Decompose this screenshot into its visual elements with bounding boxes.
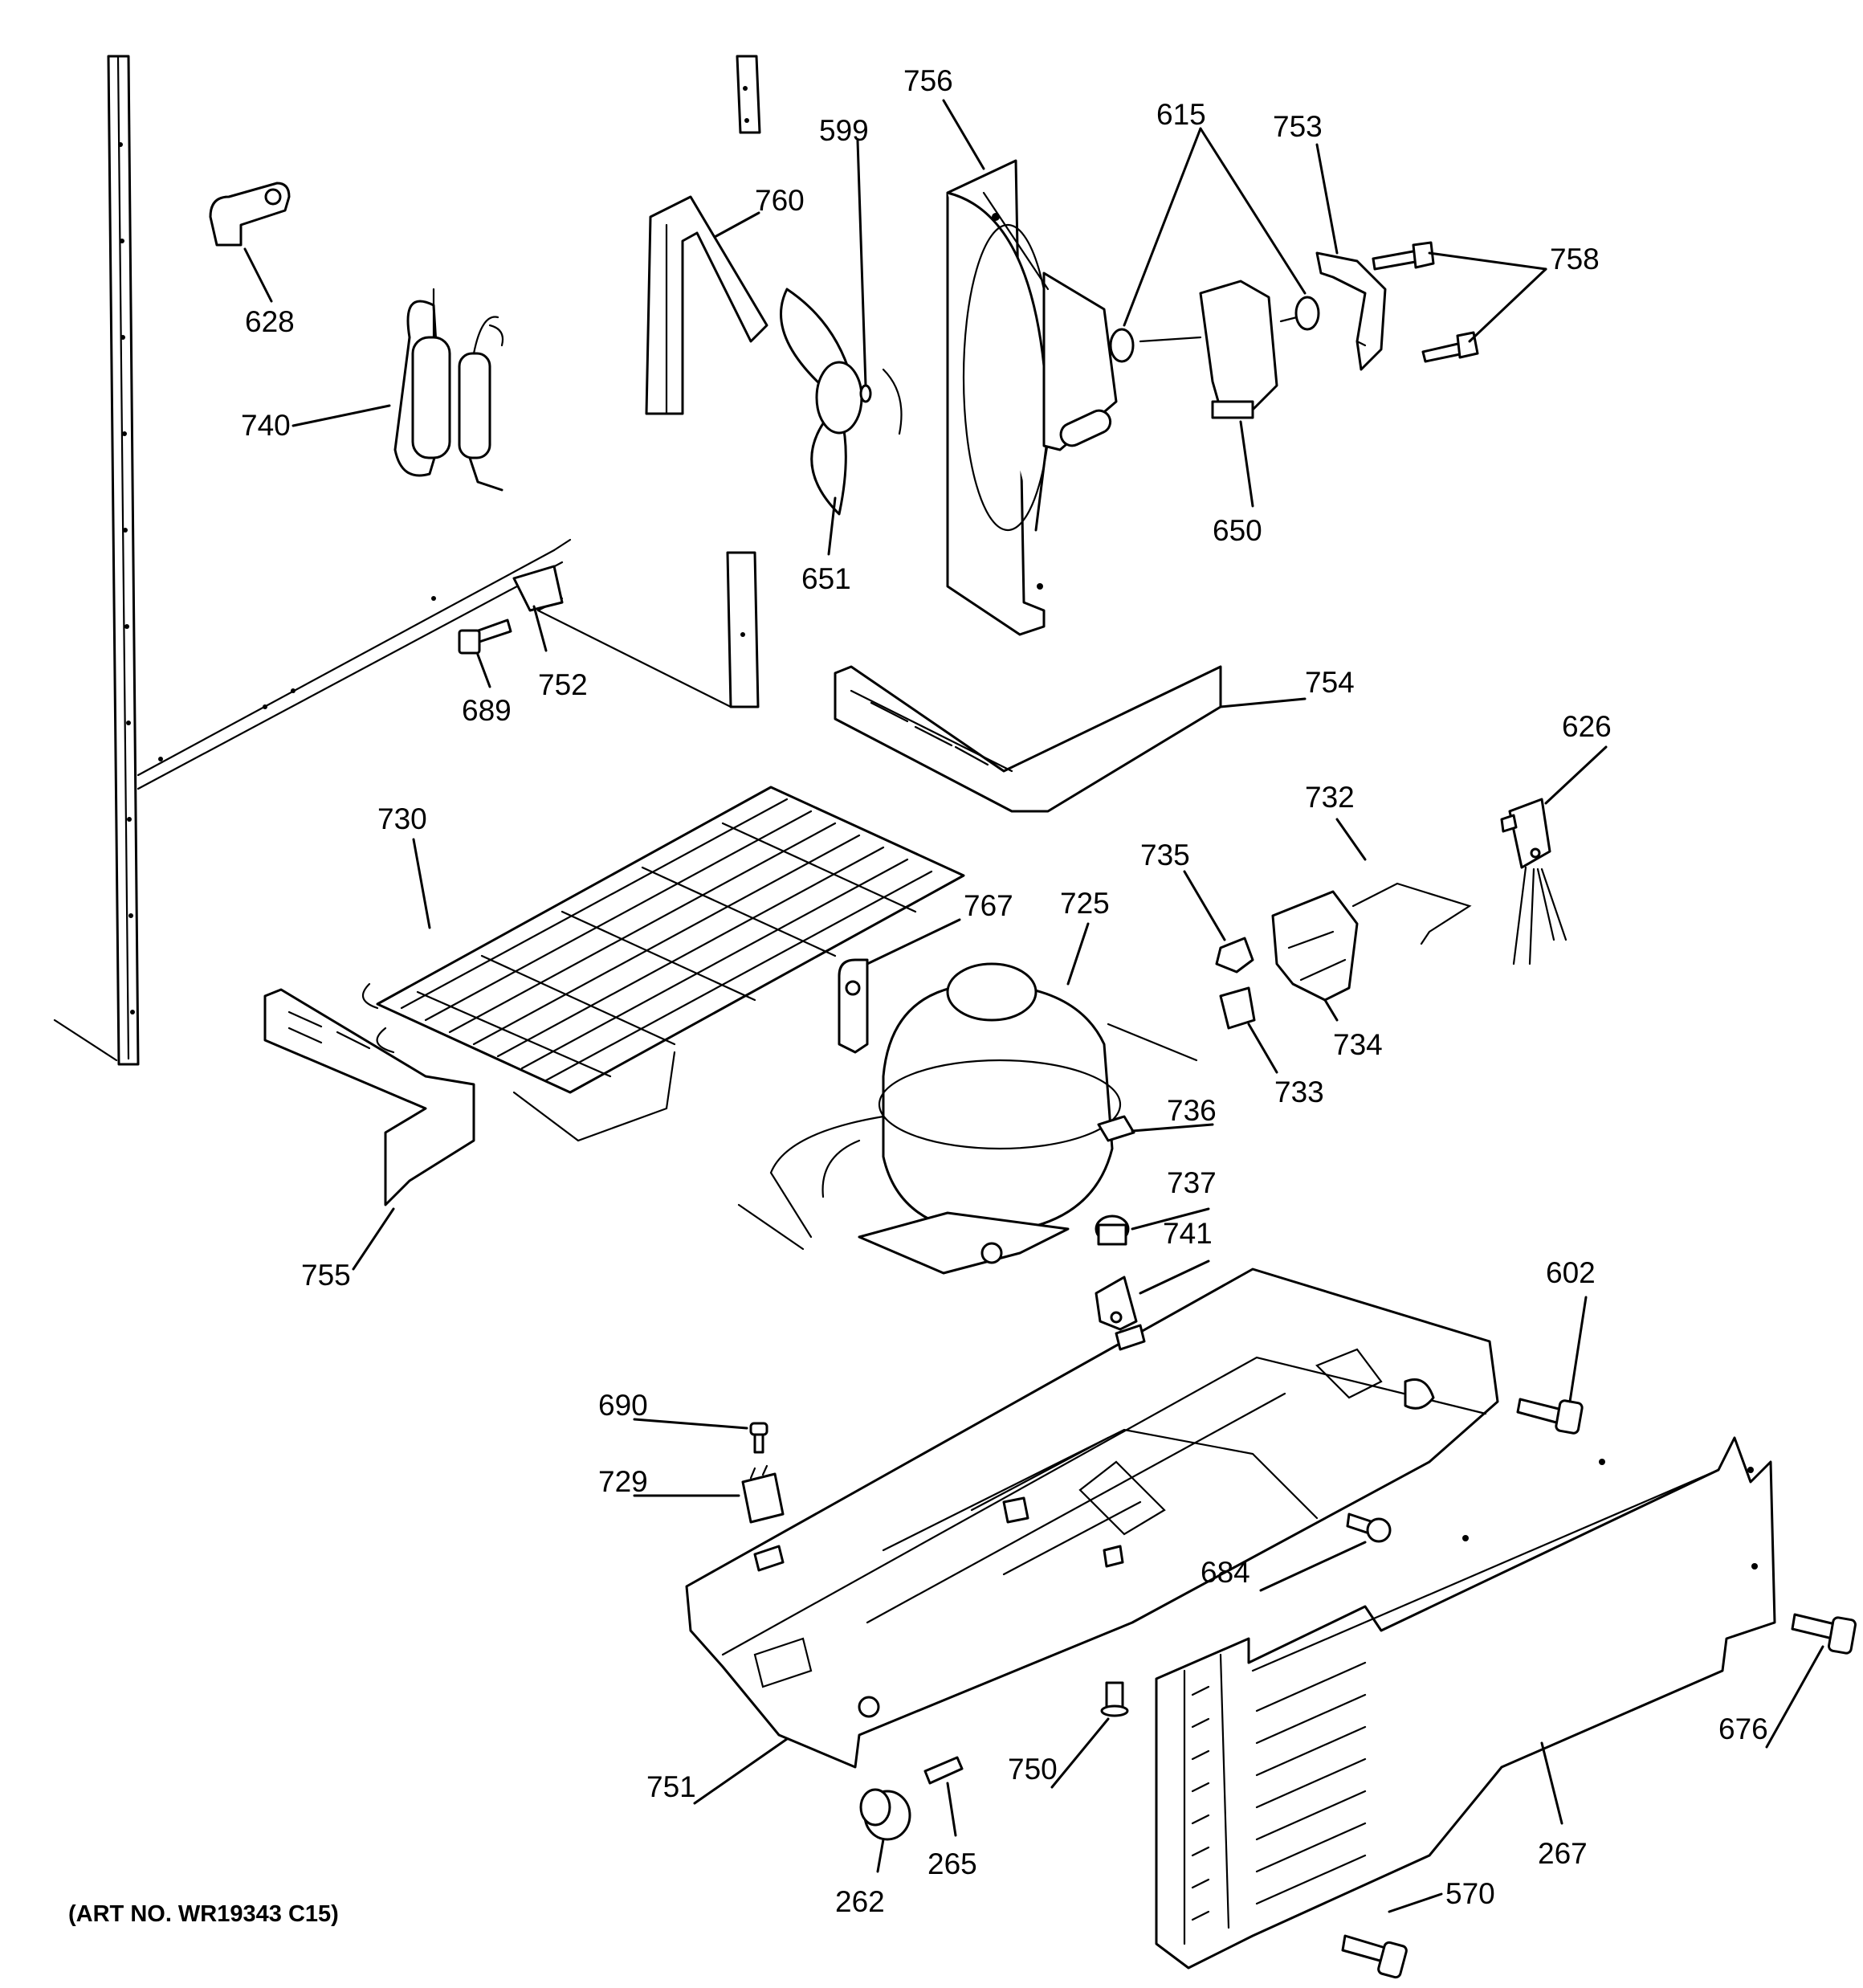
part-760-channel — [645, 195, 768, 415]
callout-265: 265 — [927, 1847, 977, 1880]
callout-755: 755 — [301, 1259, 351, 1292]
callout-741: 741 — [1163, 1217, 1213, 1250]
callout-650: 650 — [1213, 514, 1262, 547]
callout-684: 684 — [1201, 1556, 1250, 1589]
callout-615: 615 — [1156, 98, 1206, 131]
callout-767: 767 — [964, 889, 1013, 922]
part-262-roller — [859, 1788, 911, 1841]
part-265-axle — [923, 1756, 964, 1785]
callout-626: 626 — [1562, 710, 1612, 743]
callout-676: 676 — [1718, 1712, 1768, 1745]
callout-628: 628 — [245, 305, 295, 338]
callout-267: 267 — [1538, 1837, 1588, 1870]
callout-756: 756 — [903, 64, 953, 97]
part-740-dryer — [393, 288, 504, 492]
part-570-screw — [1341, 1934, 1408, 1979]
part-767-clip — [838, 958, 869, 1054]
part-651-fan-blade — [780, 288, 903, 516]
callout-750: 750 — [1008, 1753, 1058, 1786]
part-741-mount — [1095, 1276, 1138, 1331]
part-755-bracket — [263, 988, 475, 1206]
part-615-grommets — [1109, 296, 1320, 363]
callout-690: 690 — [598, 1389, 648, 1422]
callout-754: 754 — [1305, 666, 1355, 699]
callout-730: 730 — [377, 802, 427, 835]
part-267-grille — [1155, 1436, 1776, 1970]
part-684-screw — [1346, 1512, 1392, 1543]
callout-758: 758 — [1550, 243, 1600, 276]
callout-651: 651 — [801, 562, 851, 595]
callout-733: 733 — [1274, 1076, 1324, 1108]
part-756-fan-shroud — [946, 159, 1118, 636]
rear-rail — [536, 55, 761, 708]
callout-262: 262 — [835, 1885, 885, 1918]
part-733-relay — [1219, 986, 1256, 1030]
part-753-motor-bracket — [1315, 251, 1387, 371]
part-737-grommet — [1095, 1214, 1130, 1246]
part-628-tube-clamp — [209, 182, 291, 247]
part-735-overload — [1215, 937, 1254, 974]
part-650-fan-motor — [1139, 280, 1298, 419]
callout-732: 732 — [1305, 781, 1355, 814]
part-602-screw — [1516, 1398, 1584, 1435]
part-729-capacitor — [741, 1464, 785, 1524]
part-736-clip — [1097, 1115, 1135, 1142]
callout-760: 760 — [755, 184, 805, 217]
part-690-screw — [749, 1422, 768, 1454]
callout-740: 740 — [241, 409, 291, 442]
art-number: (ART NO. WR19343 C15) — [68, 1901, 339, 1927]
callout-737: 737 — [1167, 1166, 1217, 1199]
part-599-clip — [859, 384, 872, 403]
part-730-condenser — [361, 786, 965, 1142]
callout-729: 729 — [598, 1465, 648, 1498]
callout-labels: 756 599 615 753 760 758 628 740 650 651 … — [68, 64, 1768, 1927]
callout-753: 753 — [1273, 110, 1323, 143]
cabinet-side-rail — [53, 55, 572, 1066]
callout-599: 599 — [819, 114, 869, 147]
callout-752: 752 — [538, 668, 588, 701]
part-725-compressor — [737, 962, 1198, 1275]
callout-734: 734 — [1333, 1028, 1383, 1061]
part-689-screw — [458, 618, 512, 655]
part-734-cover — [1271, 890, 1359, 1002]
callout-735: 735 — [1140, 839, 1190, 872]
callout-602: 602 — [1546, 1256, 1596, 1289]
part-732-wire-retainer — [1351, 882, 1472, 945]
callout-570: 570 — [1445, 1877, 1495, 1910]
callout-736: 736 — [1167, 1094, 1217, 1127]
part-626-terminal — [1500, 798, 1567, 965]
part-754-channel — [834, 665, 1222, 813]
part-758-screws — [1372, 241, 1479, 363]
callout-725: 725 — [1060, 887, 1110, 920]
part-751-base-pan — [685, 1268, 1499, 1769]
part-752-clip — [512, 565, 564, 612]
leader-lines — [243, 99, 1824, 1913]
part-676-screw — [1791, 1613, 1857, 1655]
callout-689: 689 — [462, 694, 512, 727]
part-750-pin — [1100, 1681, 1129, 1717]
callout-751: 751 — [646, 1770, 696, 1803]
